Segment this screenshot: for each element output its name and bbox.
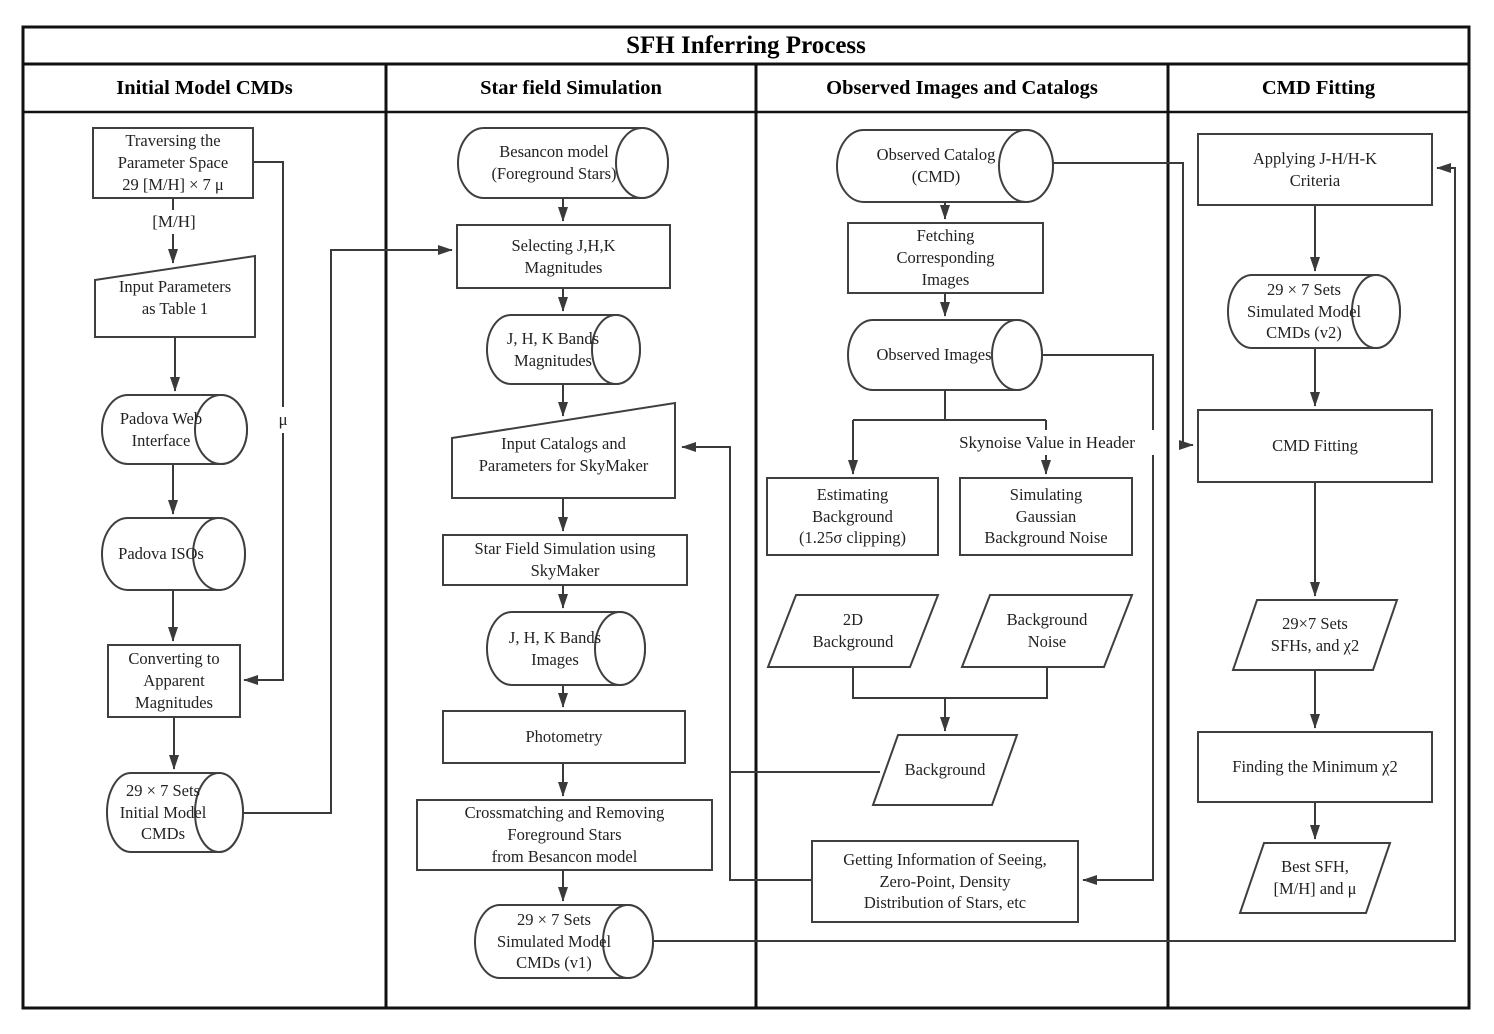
connectors bbox=[168, 161, 1456, 942]
edge-initialcmds-to-selecting bbox=[243, 245, 453, 814]
edge-label-mu: μ bbox=[270, 407, 296, 433]
jhk-images-cylinder-cap bbox=[594, 611, 646, 686]
shapes bbox=[92, 127, 1433, 979]
diagram-title: SFH Inferring Process bbox=[626, 31, 866, 59]
sim-cmds-v2-cylinder-cap bbox=[1351, 274, 1401, 349]
traversing-box-shape bbox=[92, 127, 254, 199]
node-besancon-model: Besancon model (Foreground Stars) bbox=[491, 142, 617, 183]
finding-min-box-shape bbox=[1197, 731, 1433, 803]
node-observed-catalog: Observed Catalog (CMD) bbox=[876, 145, 996, 186]
node-crossmatching-removing: Crossmatching and Removing Foreground St… bbox=[464, 803, 665, 866]
photometry-box-shape bbox=[442, 710, 686, 764]
getting-info-box-shape bbox=[811, 840, 1079, 923]
node-photometry: Photometry bbox=[525, 727, 603, 747]
node-input-catalogs-skymaker: Input Catalogs and Parameters for SkyMak… bbox=[478, 434, 649, 475]
edge-obsimages-split bbox=[852, 390, 1047, 474]
background-parallelogram-shape bbox=[871, 734, 1019, 806]
column-header-cmd-fitting: CMD Fitting bbox=[1261, 76, 1376, 99]
node-simulated-cmds-v1: 29 × 7 Sets Simulated Model CMDs (v1) bbox=[496, 909, 612, 973]
column-header-initial-model-cmds: Initial Model CMDs bbox=[116, 76, 293, 99]
initial-cmds-cylinder-cap bbox=[194, 772, 244, 853]
node-fetching-images: Fetching Corresponding Images bbox=[896, 226, 995, 289]
bg-noise-parallelogram-shape bbox=[960, 594, 1134, 668]
node-padova-web-interface: Padova Web Interface bbox=[119, 408, 203, 450]
node-simulated-cmds-v2: 29 × 7 Sets Simulated Model CMDs (v2) bbox=[1246, 279, 1362, 343]
input-catalogs-shape bbox=[451, 401, 676, 499]
applying-box-shape bbox=[1197, 133, 1433, 206]
node-background-noise: Background Noise bbox=[1006, 610, 1088, 651]
node-input-parameters-table1: Input Parameters as Table 1 bbox=[118, 277, 232, 318]
edge-obsimages-to-gettinginfo bbox=[1042, 354, 1154, 885]
padova-isos-cylinder-cap bbox=[192, 517, 246, 591]
input-params-shape bbox=[94, 254, 256, 338]
starfield-sim-box-shape bbox=[442, 534, 688, 586]
node-background: Background bbox=[904, 760, 986, 780]
best-sfh-parallelogram-shape bbox=[1238, 842, 1392, 914]
node-cmd-fitting: CMD Fitting bbox=[1272, 436, 1358, 456]
node-padova-isos: Padova ISOs bbox=[118, 544, 204, 564]
observed-images-cylinder-cap bbox=[991, 319, 1043, 391]
padova-web-cylinder-cap bbox=[194, 394, 248, 465]
node-converting-apparent-magnitudes: Converting to Apparent Magnitudes bbox=[128, 649, 220, 712]
node-sfh-sets-chi2: 29×7 Sets SFHs, and χ2 bbox=[1270, 614, 1360, 655]
selecting-box-shape bbox=[456, 224, 671, 289]
bg-2d-parallelogram-shape bbox=[766, 594, 940, 668]
edge-merge-lines bbox=[852, 667, 1048, 731]
simulating-noise-box-shape bbox=[959, 477, 1133, 556]
node-finding-minimum-chi2: Finding the Minimum χ2 bbox=[1232, 757, 1398, 777]
converting-box-shape bbox=[107, 644, 241, 718]
node-star-field-simulation: Star Field Simulation using SkyMaker bbox=[474, 539, 656, 580]
outer-border bbox=[21, 25, 1471, 1010]
observed-catalog-cylinder-cap bbox=[998, 129, 1054, 203]
node-2d-background: 2D Background bbox=[812, 610, 894, 651]
node-selecting-jhk-magnitudes: Selecting J,H,K Magnitudes bbox=[511, 235, 616, 277]
node-observed-images: Observed Images bbox=[876, 345, 992, 365]
table-frame bbox=[21, 25, 1471, 1010]
jhk-mags-cylinder-cap bbox=[591, 314, 641, 385]
node-simulating-gaussian-noise: Simulating Gaussian Background Noise bbox=[984, 484, 1108, 548]
edge-gettinginfo-to-inputcatalogs bbox=[681, 442, 812, 881]
edge-obscatalog-to-cmdfitting bbox=[1053, 162, 1194, 450]
estimating-bg-box-shape bbox=[766, 477, 939, 556]
node-initial-model-cmds: 29 × 7 Sets Initial Model CMDs bbox=[119, 780, 207, 844]
node-estimating-background: Estimating Background (1.25σ clipping) bbox=[799, 484, 906, 548]
column-header-observed-images-catalogs: Observed Images and Catalogs bbox=[826, 76, 1098, 99]
edge-label-mh: [M/H] bbox=[146, 210, 202, 234]
edge-label-skynoise: Skynoise Value in Header bbox=[940, 430, 1154, 455]
node-traversing-parameter-space: Traversing the Parameter Space 29 [M/H] … bbox=[117, 131, 229, 194]
column-header-star-field-simulation: Star field Simulation bbox=[480, 76, 662, 99]
node-applying-jhhk-criteria: Applying J-H/H-K Criteria bbox=[1252, 148, 1378, 190]
sim-cmds-v1-cylinder-cap bbox=[602, 904, 654, 979]
node-best-sfh: Best SFH, [M/H] and μ bbox=[1273, 857, 1357, 898]
node-jhk-bands-images: J, H, K Bands Images bbox=[508, 627, 602, 669]
fetching-box-shape bbox=[847, 222, 1044, 294]
node-getting-information: Getting Information of Seeing, Zero-Poin… bbox=[843, 849, 1047, 913]
crossmatching-box-shape bbox=[416, 799, 713, 871]
cmd-fitting-box-shape bbox=[1197, 409, 1433, 483]
edge-v1-to-applying bbox=[653, 163, 1456, 942]
besancon-cylinder-cap bbox=[615, 127, 669, 199]
node-jhk-bands-magnitudes: J, H, K Bands Magnitudes bbox=[506, 328, 600, 370]
sfh-sets-parallelogram-shape bbox=[1231, 599, 1399, 671]
